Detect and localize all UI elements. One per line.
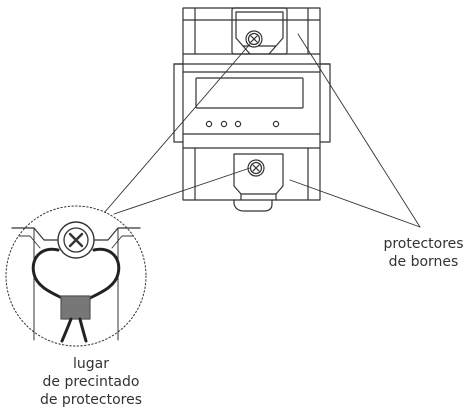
energy-meter	[173, 7, 331, 212]
led-1	[205, 120, 213, 128]
seal-location-label-line-3: de protectores	[39, 392, 143, 408]
leader-upper-cover-to-label	[297, 33, 421, 228]
detail-frame	[5, 205, 147, 347]
led-3	[234, 120, 242, 128]
seal-location-label-line-1: lugar	[73, 356, 109, 372]
seal-detail-zoom	[5, 205, 147, 347]
indicator-leds	[205, 120, 280, 128]
terminal-covers-label: protectores de bornes	[372, 235, 475, 271]
detail-seal-screw-icon	[57, 221, 95, 259]
display-window	[195, 77, 304, 109]
terminal-covers-label-line-1: protectores	[383, 236, 464, 252]
led-2	[220, 120, 228, 128]
meter-body	[173, 63, 331, 143]
leader-upper-screw-to-detail	[103, 43, 251, 214]
seal-wire-tails	[60, 317, 88, 343]
leader-lower-screw-to-detail	[113, 167, 251, 215]
seal-location-label: lugar de precintado de protectores	[6, 355, 176, 409]
seal-wire	[31, 247, 121, 300]
lower-seal-screw-icon	[247, 159, 265, 177]
upper-terminal-cover	[182, 7, 321, 55]
din-clip	[233, 199, 273, 212]
terminal-covers-label-line-2: de bornes	[388, 254, 459, 270]
lead-seal	[60, 295, 91, 320]
lower-terminal-cover	[182, 147, 321, 201]
led-4	[272, 120, 280, 128]
seal-location-label-line-2: de precintado	[42, 374, 140, 390]
leader-lines	[103, 33, 421, 228]
leader-lower-cover-to-label	[289, 179, 421, 228]
upper-seal-screw-icon	[245, 30, 263, 48]
